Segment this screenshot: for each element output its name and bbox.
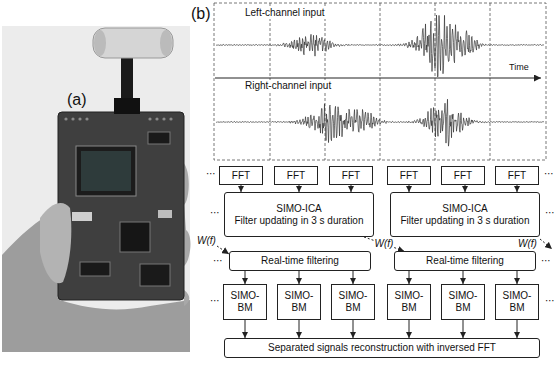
flow-arrow — [465, 185, 466, 192]
flow-arrow — [409, 185, 410, 192]
frame-divider — [490, 3, 491, 160]
chip — [80, 262, 110, 276]
filter-arrow — [217, 246, 229, 254]
flow-arrow — [299, 320, 300, 338]
fft-box: FFT — [441, 166, 485, 185]
channel-label: Left-channel input — [244, 7, 326, 19]
box-text: SIMO-BM — [336, 290, 370, 314]
ellipsis: ⋯ — [544, 295, 555, 307]
panel-letter: (b) — [190, 4, 212, 23]
circuit-board — [58, 112, 184, 300]
ellipsis: ⋯ — [209, 295, 221, 307]
thumb — [40, 203, 71, 283]
box-text: SIMO-ICA — [442, 203, 488, 215]
microphone-grille — [94, 30, 106, 56]
flow-arrow — [517, 271, 518, 284]
fft-box: FFT — [329, 166, 373, 185]
waveform — [216, 99, 544, 146]
flow-arrow — [245, 271, 246, 284]
flow-arrow — [241, 185, 242, 192]
device-photo — [2, 26, 190, 352]
reconstruction-box: Separated signals reconstruction with in… — [224, 338, 540, 358]
bm-box: SIMO-BM — [277, 284, 321, 320]
ica-box: SIMO-ICAFilter updating in 3 s duration — [224, 192, 374, 237]
box-text: FFT — [232, 170, 250, 182]
lcd-screen — [81, 151, 131, 191]
panel-frame — [214, 3, 546, 160]
ellipsis: ⋯ — [205, 168, 217, 180]
box-text: FFT — [400, 170, 418, 182]
fft-box: FFT — [387, 166, 431, 185]
chip — [140, 264, 170, 286]
box-text: FFT — [287, 170, 305, 182]
frame-divider — [380, 3, 381, 160]
chip — [148, 132, 170, 144]
flow-arrow — [463, 271, 464, 284]
component — [72, 212, 92, 221]
filter-label: W(f) — [374, 238, 395, 250]
flow-arrow — [517, 185, 518, 192]
box-text: SIMO-BM — [228, 290, 262, 314]
filter-label: W(f) — [517, 238, 538, 250]
fft-box: FFT — [219, 166, 263, 185]
waveform — [216, 15, 544, 77]
time-axis — [215, 78, 541, 79]
flow-arrow — [299, 271, 300, 284]
bm-box: SIMO-BM — [387, 284, 431, 320]
flow-arrow — [409, 320, 410, 338]
ellipsis: ⋯ — [544, 207, 555, 219]
flow-arrow — [409, 271, 410, 284]
ica-box: SIMO-ICAFilter updating in 3 s duration — [390, 192, 540, 237]
box-text: Real-time filtering — [426, 255, 504, 267]
box-text: FFT — [342, 170, 360, 182]
box-text: Real-time filtering — [261, 255, 339, 267]
fft-box: FFT — [274, 166, 318, 185]
flow-arrow — [353, 320, 354, 338]
flow-arrow — [463, 320, 464, 338]
ellipsis: ⋯ — [543, 168, 555, 180]
bm-box: SIMO-BM — [441, 284, 485, 320]
box-text: FFT — [454, 170, 472, 182]
ellipsis: ⋯ — [540, 255, 552, 267]
box-text: SIMO-BM — [500, 290, 534, 314]
box-text: FFT — [508, 170, 526, 182]
box-text: Filter updating in 3 s duration — [401, 215, 530, 227]
filter-box: Real-time filtering — [229, 251, 371, 271]
filter-label: W(f) — [196, 235, 217, 247]
flow-arrow — [351, 185, 352, 192]
stereo-microphone — [93, 28, 173, 58]
component — [158, 210, 172, 218]
flow-arrow — [353, 271, 354, 284]
channel-label: Right-channel input — [244, 80, 332, 92]
flow-arrow — [517, 320, 518, 338]
panel-letter: (a) — [66, 90, 88, 109]
bm-box: SIMO-BM — [495, 284, 539, 320]
filter-box: Real-time filtering — [394, 251, 536, 271]
connector — [114, 98, 140, 114]
processor-chip — [120, 222, 150, 252]
photo-ground — [2, 26, 190, 352]
bm-box: SIMO-BM — [331, 284, 375, 320]
ellipsis: ⋯ — [209, 207, 221, 219]
box-text: Filter updating in 3 s duration — [235, 215, 364, 227]
ellipsis: ⋯ — [212, 255, 224, 267]
lcd-frame — [76, 146, 136, 196]
flow-arrow — [299, 185, 300, 192]
box-text: SIMO-BM — [446, 290, 480, 314]
fft-box: FFT — [495, 166, 539, 185]
box-text: SIMO-BM — [282, 290, 316, 314]
pin-header — [64, 117, 172, 120]
flow-arrow — [245, 320, 246, 338]
box-text: SIMO-BM — [392, 290, 426, 314]
axis-label: Time — [508, 62, 530, 73]
filter-arrow — [540, 239, 552, 249]
bm-box: SIMO-BM — [223, 284, 267, 320]
flow-arrow — [364, 237, 404, 251]
box-text: SIMO-ICA — [276, 203, 322, 215]
waveform-panel — [214, 3, 546, 160]
box-text: Separated signals reconstruction with in… — [268, 342, 496, 354]
microphone-grille — [160, 30, 172, 56]
